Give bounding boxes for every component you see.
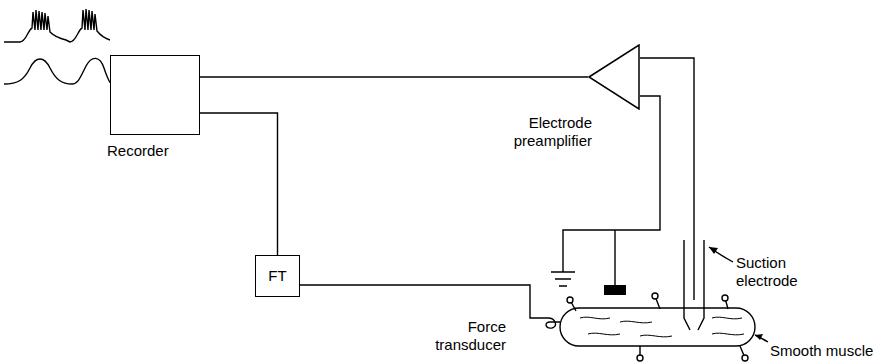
force-transducer-box: FTForce transducer bbox=[255, 255, 300, 297]
part-label: Suction electrode bbox=[736, 254, 826, 290]
node-label: FT bbox=[268, 267, 286, 285]
arrow-head bbox=[755, 334, 763, 340]
transducer-thread bbox=[300, 285, 560, 328]
part-label: Smooth muscle bbox=[770, 342, 873, 360]
electrical-trace bbox=[4, 9, 110, 42]
node-label: Force transducer bbox=[396, 318, 506, 354]
signal-wire bbox=[200, 76, 588, 77]
muscle-fibres bbox=[580, 317, 744, 337]
node-label: Electrode preamplifier bbox=[472, 114, 592, 150]
arrow-head bbox=[709, 247, 718, 254]
suction-electrode bbox=[684, 240, 704, 330]
reference-wire bbox=[614, 230, 615, 285]
smooth-muscle bbox=[560, 308, 755, 346]
leader-arrow bbox=[709, 247, 733, 262]
reference-electrode bbox=[604, 285, 626, 295]
node-label: Recorder bbox=[107, 142, 217, 160]
pins bbox=[567, 293, 748, 361]
leader-arrow bbox=[755, 335, 768, 342]
electrode-wire bbox=[640, 58, 694, 300]
signal-wire bbox=[200, 113, 278, 255]
force-trace bbox=[4, 58, 112, 84]
amplifier-triangle: Electrode preamplifier bbox=[588, 44, 640, 110]
recorder-box: Recorder bbox=[110, 55, 200, 135]
ground-symbol bbox=[551, 272, 575, 286]
amplifier-symbol bbox=[588, 44, 640, 110]
